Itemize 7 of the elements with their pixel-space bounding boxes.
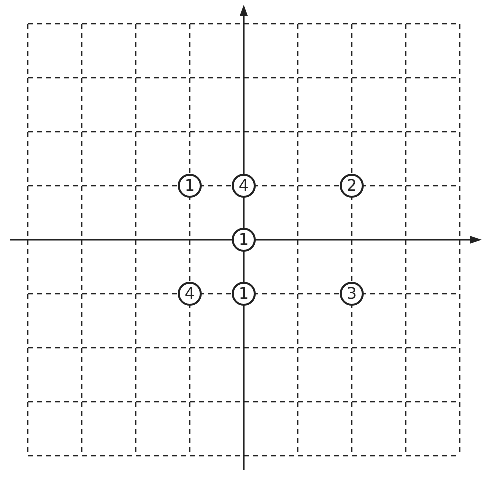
numbered-circle: 1: [178, 174, 202, 198]
numbered-circle: 1: [232, 282, 256, 306]
numbered-circle: 3: [340, 282, 364, 306]
numbered-circle: 2: [340, 174, 364, 198]
numbered-circle: 4: [232, 174, 256, 198]
numbered-circle: 4: [178, 282, 202, 306]
numbered-circle: 1: [232, 228, 256, 252]
